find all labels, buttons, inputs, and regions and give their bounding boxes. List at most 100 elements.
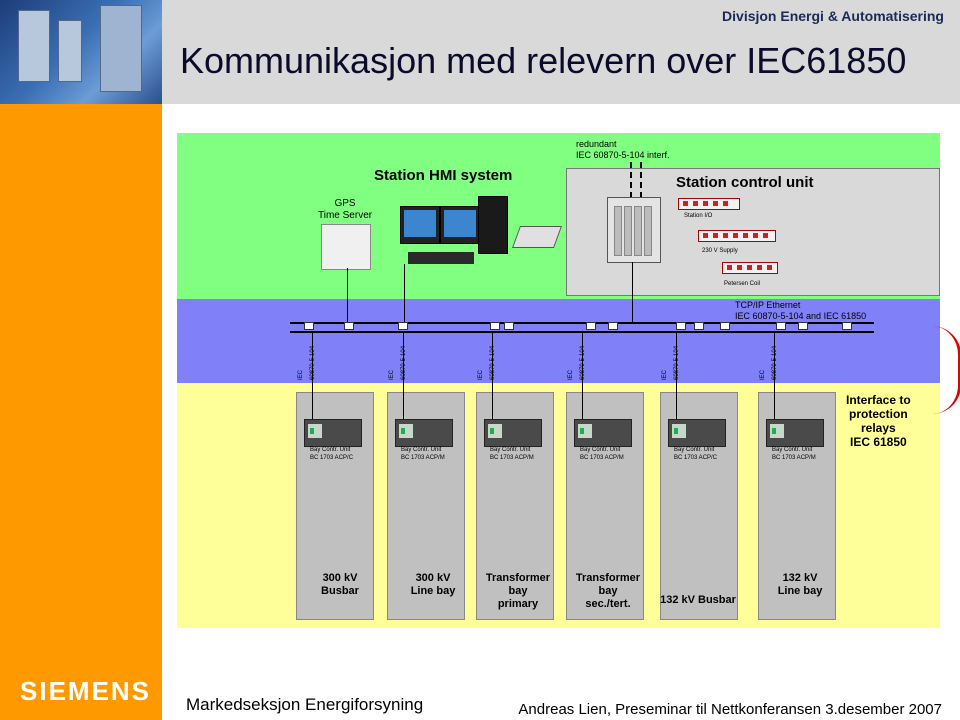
bay-control-label-line2: BC 1703 ACP/M (772, 455, 816, 461)
ethernet-zone (177, 299, 940, 383)
hmi-uplink (404, 264, 405, 324)
hmi-label: Station HMI system (374, 167, 513, 184)
ethernet-connector (676, 322, 686, 330)
gps-label-line2: Time Server (318, 210, 373, 221)
tcp-ethernet-label: TCP/IP Ethernet IEC 60870-5-104 and IEC … (735, 300, 866, 322)
bay-name-line: 132 kV Busbar (660, 594, 736, 606)
bay-name-line: Line bay (777, 585, 823, 597)
ethernet-connector (586, 322, 596, 330)
supply-label: 230 V Supply (702, 248, 738, 254)
iec-protocol-label: IEC (298, 369, 304, 380)
footer-author: Andreas Lien, Preseminar til Nettkonfera… (518, 701, 942, 718)
iec-protocol-label: IEC (568, 369, 574, 380)
page-title: Kommunikasjon med relevern over IEC61850 (180, 40, 907, 81)
bay-control-label-line1: Bay Contr. Unit (674, 447, 715, 453)
hmi-monitor-right (440, 206, 480, 244)
station-control-rack (607, 197, 661, 263)
gps-label: GPS Time Server (318, 198, 372, 222)
bay-control-label-line2: BC 1703 ACP/M (580, 455, 624, 461)
footer-department: Markedseksjon Energiforsyning (186, 695, 424, 714)
iec-protocol-label: IEC (389, 369, 395, 380)
bay-control-label: Bay Contr. Unit BC 1703 ACP/M (772, 446, 816, 462)
bay-uplink (774, 333, 775, 419)
bay-control-label-line2: BC 1703 ACP/M (401, 455, 445, 461)
interface-label: Interface to protection relays IEC 61850 (846, 393, 911, 449)
station-control-label: Station control unit (676, 174, 814, 191)
interface-label-line2: protection (849, 407, 908, 421)
gps-uplink (347, 268, 348, 324)
header-photo (0, 0, 162, 104)
ethernet-connector (490, 322, 500, 330)
ethernet-connector (344, 322, 354, 330)
iec-protocol-number: 60870-5-104 (772, 345, 778, 380)
ethernet-bus-bottom (290, 331, 874, 333)
redundant-dashed-link-2 (640, 162, 642, 198)
bay-control-unit (395, 419, 453, 447)
bay-name-line: sec./tert. (585, 598, 631, 610)
ethernet-connector (720, 322, 730, 330)
bay-control-label-line1: Bay Contr. Unit (772, 447, 813, 453)
ethernet-connector (694, 322, 704, 330)
station-io-module (678, 198, 740, 210)
tcp-label-line1: TCP/IP Ethernet (735, 300, 801, 310)
bay-name-line: Transformer (575, 572, 641, 584)
bay-control-unit (766, 419, 824, 447)
bay-control-label: Bay Contr. Unit BC 1703 ACP/M (490, 446, 534, 462)
bay-control-label: Bay Contr. Unit BC 1703 ACP/M (401, 446, 445, 462)
gps-label-line1: GPS (334, 198, 356, 209)
bay-control-label-line2: BC 1703 ACP/M (490, 455, 534, 461)
redundant-dashed-link (630, 162, 632, 198)
bay-uplink (403, 333, 404, 419)
iec-protocol-number: 60870-5-104 (401, 345, 407, 380)
bay-name-line: Busbar (321, 585, 359, 597)
ethernet-connector (842, 322, 852, 330)
petersen-label: Petersen Coil (724, 281, 761, 287)
bay-control-label: Bay Contr. Unit BC 1703 ACP/M (580, 446, 624, 462)
station-io-label: Station I/O (684, 213, 713, 219)
ethernet-connector (798, 322, 808, 330)
interface-bracket (932, 326, 960, 414)
hmi-keyboard (408, 252, 474, 264)
bay-control-unit (304, 419, 362, 447)
iec-protocol-number: 60870-5-104 (580, 345, 586, 380)
hmi-printer (511, 226, 563, 248)
bay-uplink (676, 333, 677, 419)
hmi-computer-tower (478, 196, 508, 254)
division-label: Divisjon Energi & Automatisering (722, 8, 944, 24)
bay-control-label-line1: Bay Contr. Unit (310, 447, 351, 453)
ethernet-connector (304, 322, 314, 330)
iec-protocol-number: 60870-5-104 (674, 345, 680, 380)
ethernet-connector (608, 322, 618, 330)
tcp-label-line2: IEC 60870-5-104 and IEC 61850 (735, 311, 867, 321)
ethernet-bus-top (290, 322, 874, 324)
bay-control-label-line2: BC 1703 ACP/C (674, 455, 718, 461)
header-bar (162, 0, 960, 104)
bay-name-line: 300 kV (415, 572, 451, 584)
bay-control-unit (484, 419, 542, 447)
ethernet-connector (398, 322, 408, 330)
bay-name-line: Transformer (485, 572, 551, 584)
interface-label-line3: relays (860, 421, 896, 435)
bay-uplink (312, 333, 313, 419)
redundant-label-line2: IEC 60870-5-104 interf. (576, 150, 670, 160)
bay-name-line: bay (598, 585, 618, 597)
gps-device (321, 224, 371, 270)
bay-control-label-line1: Bay Contr. Unit (401, 447, 442, 453)
bay-name-line: 132 kV (782, 572, 818, 584)
bay-control-label-line1: Bay Contr. Unit (580, 447, 621, 453)
supply-module (698, 230, 776, 242)
interface-label-line1: Interface to (846, 393, 911, 407)
hmi-monitor-left (400, 206, 440, 244)
bay-control-label-line1: Bay Contr. Unit (490, 447, 531, 453)
redundant-label: redundant IEC 60870-5-104 interf. (576, 139, 670, 161)
bay-control-unit (668, 419, 726, 447)
bay-uplink (492, 333, 493, 419)
bay-name-line: primary (497, 598, 539, 610)
ethernet-connector (504, 322, 514, 330)
petersen-module (722, 262, 778, 274)
